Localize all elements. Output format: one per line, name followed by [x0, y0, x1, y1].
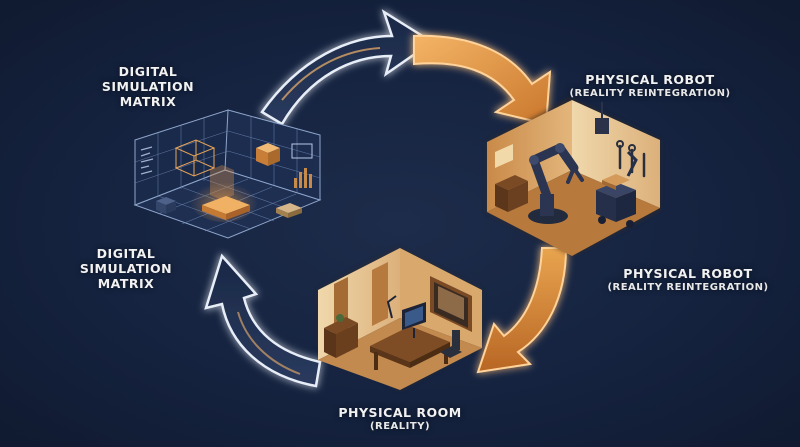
label-line: DIGITAL [118, 64, 178, 79]
label-physical-robot-right: PHYSICAL ROBOT (REALITY REINTEGRATION) [588, 266, 788, 294]
label-subtitle: (REALITY) [369, 421, 431, 432]
label-physical-room: PHYSICAL ROOM (REALITY) [300, 405, 500, 433]
label-title: PHYSICAL ROBOT [585, 72, 715, 87]
robot-workshop-hexagon [487, 98, 660, 256]
physical-room-hexagon [318, 248, 482, 390]
label-line: DIGITAL [96, 246, 156, 261]
label-line: MATRIX [119, 94, 177, 109]
label-physical-robot-top: PHYSICAL ROBOT (REALITY REINTEGRATION) [540, 72, 760, 100]
label-digital-simulation-bottom: DIGITAL SIMULATION MATRIX [66, 246, 186, 291]
arrow-room-to-sim-icon [204, 253, 322, 388]
label-subtitle: (REALITY REINTEGRATION) [607, 282, 769, 293]
arrow-to-robot-icon [413, 34, 552, 126]
arrow-sim-to-robot-icon [260, 9, 435, 126]
label-line: SIMULATION [101, 79, 195, 94]
simulation-matrix-cube [133, 109, 322, 239]
arrow-robot-to-room-icon [476, 247, 568, 374]
label-title: PHYSICAL ROOM [338, 405, 462, 420]
label-digital-simulation-top: DIGITAL SIMULATION MATRIX [88, 64, 208, 109]
label-subtitle: (REALITY REINTEGRATION) [569, 88, 731, 99]
label-line: MATRIX [97, 276, 155, 291]
label-line: SIMULATION [79, 261, 173, 276]
label-title: PHYSICAL ROBOT [623, 266, 753, 281]
